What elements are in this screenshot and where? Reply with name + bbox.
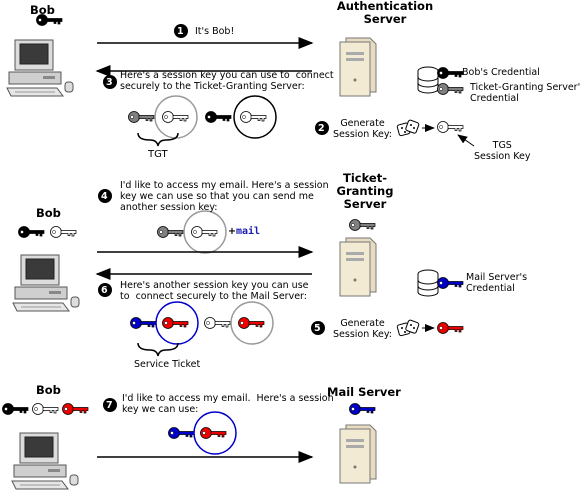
step7-badge xyxy=(103,398,117,412)
bob-label-3: Bob xyxy=(36,383,61,397)
step5-badge xyxy=(311,321,325,335)
dice-icon-1 xyxy=(396,119,420,137)
gray-circle-6 xyxy=(230,301,274,345)
step4-number: 4 xyxy=(101,191,108,202)
mail-cred-key xyxy=(437,277,464,289)
step7-number: 7 xyxy=(106,400,113,411)
step2-text: Generate Session Key: xyxy=(333,118,392,140)
step1-number: 1 xyxy=(177,26,184,37)
bob-key-black-2 xyxy=(18,226,45,238)
step6-text: Here's another session key you can use t… xyxy=(120,280,309,302)
tgt-white-key xyxy=(162,111,189,123)
dice-icon-2 xyxy=(396,319,420,337)
tgt-brace xyxy=(137,132,179,147)
plus-sign: + xyxy=(228,226,236,237)
step5-text: Generate Session Key: xyxy=(333,318,392,340)
tgt-label: TGT xyxy=(148,149,168,160)
black-circle xyxy=(233,95,277,139)
service-brace xyxy=(137,342,179,357)
step1-badge xyxy=(174,24,188,38)
tgt-circle-4 xyxy=(183,210,227,254)
service-blue-key xyxy=(130,317,157,329)
white-key-6 xyxy=(204,317,231,329)
tgt-key-4 xyxy=(157,226,184,238)
mail-text: mail xyxy=(236,226,261,237)
step6-number: 6 xyxy=(101,285,108,296)
bob-computer-1 xyxy=(6,39,74,97)
db-icon-1 xyxy=(417,66,439,94)
mail-credential-label: Mail Server's Credential xyxy=(466,272,528,294)
tgs-credential-label: Ticket-Granting Server's Credential xyxy=(470,82,580,104)
white-key-3 xyxy=(240,111,267,123)
mail-server-icon xyxy=(339,424,377,484)
auth-server-label: Authentication Server xyxy=(336,0,434,26)
step4-badge xyxy=(98,189,112,203)
mail-server-label: Mail Server xyxy=(327,385,401,399)
bob-black-key-3 xyxy=(205,111,232,123)
tgs-cred-key xyxy=(437,83,464,95)
bob-label-2: Bob xyxy=(36,206,61,220)
db-icon-2 xyxy=(417,269,439,297)
step2-number: 2 xyxy=(318,123,325,134)
auth-server-icon xyxy=(339,37,377,97)
bob-credential-label: Bob's Credential xyxy=(462,67,540,78)
step7-text: I'd like to access my email. Here's a se… xyxy=(122,393,334,415)
service-ticket-label: Service Ticket xyxy=(134,359,201,370)
ticket-circle-7 xyxy=(193,411,237,455)
generated-mail-key xyxy=(437,322,464,334)
arrow-tgs-label xyxy=(457,134,475,147)
step6-badge xyxy=(98,283,112,297)
step2-badge xyxy=(315,121,329,135)
step3-badge xyxy=(103,75,117,89)
step4-text: I'd like to access my email. Here's a se… xyxy=(120,180,329,213)
bob-key-red-3 xyxy=(62,403,89,415)
bob-computer-2 xyxy=(12,254,80,312)
red-key-6 xyxy=(238,317,265,329)
bob-key-white-2 xyxy=(50,226,77,238)
tgs-label: Ticket- Granting Server xyxy=(336,171,394,211)
bob-label-1: Bob xyxy=(30,3,55,17)
bob-cred-key xyxy=(437,67,464,79)
step3-text: Here's a session key you can use to conn… xyxy=(120,70,334,92)
tgs-gray-key xyxy=(349,219,376,231)
tgs-session-key-label: TGS Session Key xyxy=(474,140,531,162)
ticket-red-key-7 xyxy=(200,427,227,439)
tgt-white-key-4 xyxy=(191,226,218,238)
tgs-server-icon xyxy=(339,237,377,297)
ticket-blue-key-7 xyxy=(168,427,195,439)
generated-tgs-key xyxy=(437,121,464,133)
service-red-key xyxy=(162,317,189,329)
bob-computer-3 xyxy=(11,432,79,490)
bob-key-black-3 xyxy=(2,403,29,415)
bob-key-white-3 xyxy=(32,403,59,415)
step3-number: 3 xyxy=(106,77,113,88)
tgt-gray-key xyxy=(128,111,155,123)
mail-server-key xyxy=(349,403,376,415)
step1-text: It's Bob! xyxy=(195,26,235,37)
service-circle xyxy=(155,301,199,345)
step5-number: 5 xyxy=(314,323,321,334)
